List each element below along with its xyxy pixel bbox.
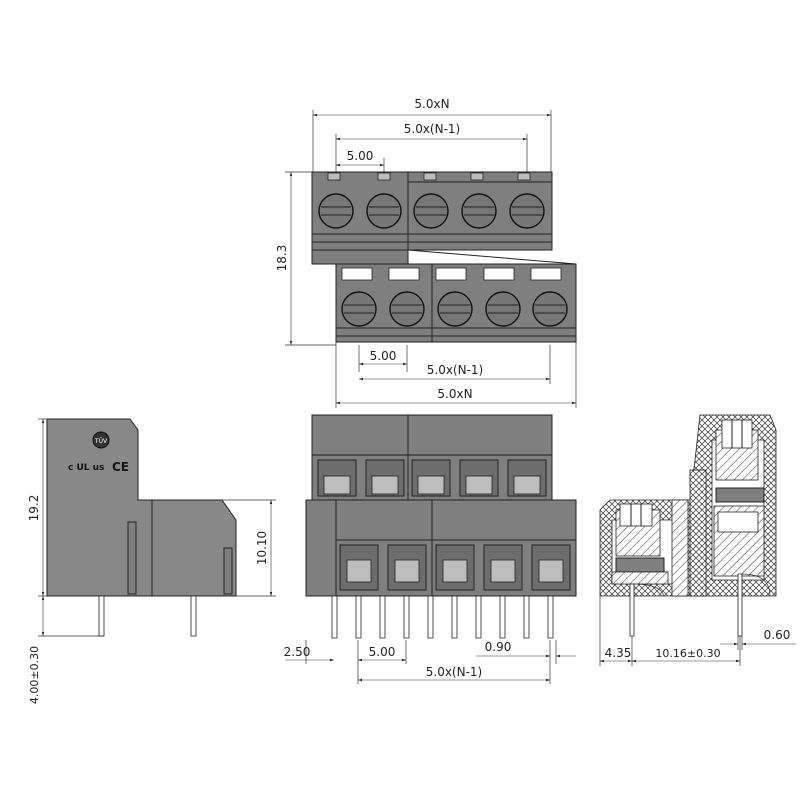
side-body xyxy=(46,418,237,597)
dim-lower-span: 5.0x(N-1) xyxy=(359,345,551,384)
dim-side-height: 19.2 xyxy=(27,418,47,597)
dim-lower-total-label: 5.0xN xyxy=(437,387,472,401)
dim-side-mid-label: 10.10 xyxy=(255,531,269,565)
dim-lower-span-label: 5.0x(N-1) xyxy=(427,363,484,377)
lower-row-screws xyxy=(341,267,568,327)
dim-section-left: 4.35 xyxy=(599,596,633,666)
dim-section-left-label: 4.35 xyxy=(605,646,632,660)
front-pins xyxy=(331,595,554,639)
upper-row-screws xyxy=(318,172,545,229)
dim-upper-pitch-label: 5.00 xyxy=(347,149,374,163)
dim-top-height-label: 18.3 xyxy=(275,245,289,272)
section-view: 4.35 10.16±0.30 0.60 xyxy=(599,414,796,666)
dim-section-pin-label: 0.60 xyxy=(764,628,791,642)
dim-lower-total: 5.0xN xyxy=(335,342,577,408)
dim-side-pin-label: 4.00±0.30 xyxy=(28,646,41,704)
screw-icon xyxy=(389,291,425,327)
screw-icon xyxy=(437,291,473,327)
front-upper-openings xyxy=(317,459,547,497)
dim-lower-pitch: 5.00 xyxy=(358,345,408,372)
dim-side-mid: 10.10 xyxy=(222,499,276,597)
screw-icon xyxy=(318,193,354,229)
screw-icon xyxy=(341,291,377,327)
dim-side-pin: 4.00±0.30 xyxy=(28,596,104,704)
dim-section-row: 10.16±0.30 xyxy=(632,636,741,666)
dim-section-pin: 0.60 xyxy=(720,628,796,650)
dim-upper-span-label: 5.0x(N-1) xyxy=(404,122,461,136)
dim-front-span: 5.0x(N-1) xyxy=(358,665,550,682)
side-view: TÜV c UL us CE 19.2 10.10 4.00±0.30 xyxy=(27,418,276,704)
screw-icon xyxy=(461,193,497,229)
ul-mark-label: c UL us xyxy=(68,463,104,473)
dim-front-pitch: 5.00 xyxy=(357,640,407,684)
dim-front-offset-label: 2.50 xyxy=(284,645,311,659)
dim-front-pitch-label: 5.00 xyxy=(369,645,396,659)
dim-top-height: 18.3 xyxy=(275,171,336,346)
screw-icon xyxy=(413,193,449,229)
screw-icon xyxy=(509,193,545,229)
dim-lower-pitch-label: 5.00 xyxy=(370,349,397,363)
screw-icon xyxy=(366,193,402,229)
dim-front-span-label: 5.0x(N-1) xyxy=(426,665,483,679)
dim-section-row-label: 10.16±0.30 xyxy=(655,647,720,660)
dim-upper-total-label: 5.0xN xyxy=(414,97,449,111)
front-lower-openings xyxy=(339,544,571,591)
dim-side-height-label: 19.2 xyxy=(27,495,41,522)
dim-front-offset: 2.50 xyxy=(284,640,334,664)
ce-mark-label: CE xyxy=(112,460,129,474)
tuv-mark-icon xyxy=(92,431,110,449)
front-view: 2.50 5.00 0.90 5.0x(N-1) xyxy=(284,414,577,684)
dim-front-pin: 0.90 xyxy=(476,640,576,684)
screw-icon xyxy=(485,291,521,327)
top-view: 5.0xN 5.0x(N-1) 5.00 xyxy=(275,97,577,408)
tuv-mark-label: TÜV xyxy=(94,438,108,445)
certification-marks: TÜV c UL us CE xyxy=(68,431,129,474)
dim-front-pin-label: 0.90 xyxy=(485,640,512,654)
dim-upper-total: 5.0xN xyxy=(312,97,552,172)
screw-icon xyxy=(532,291,568,327)
